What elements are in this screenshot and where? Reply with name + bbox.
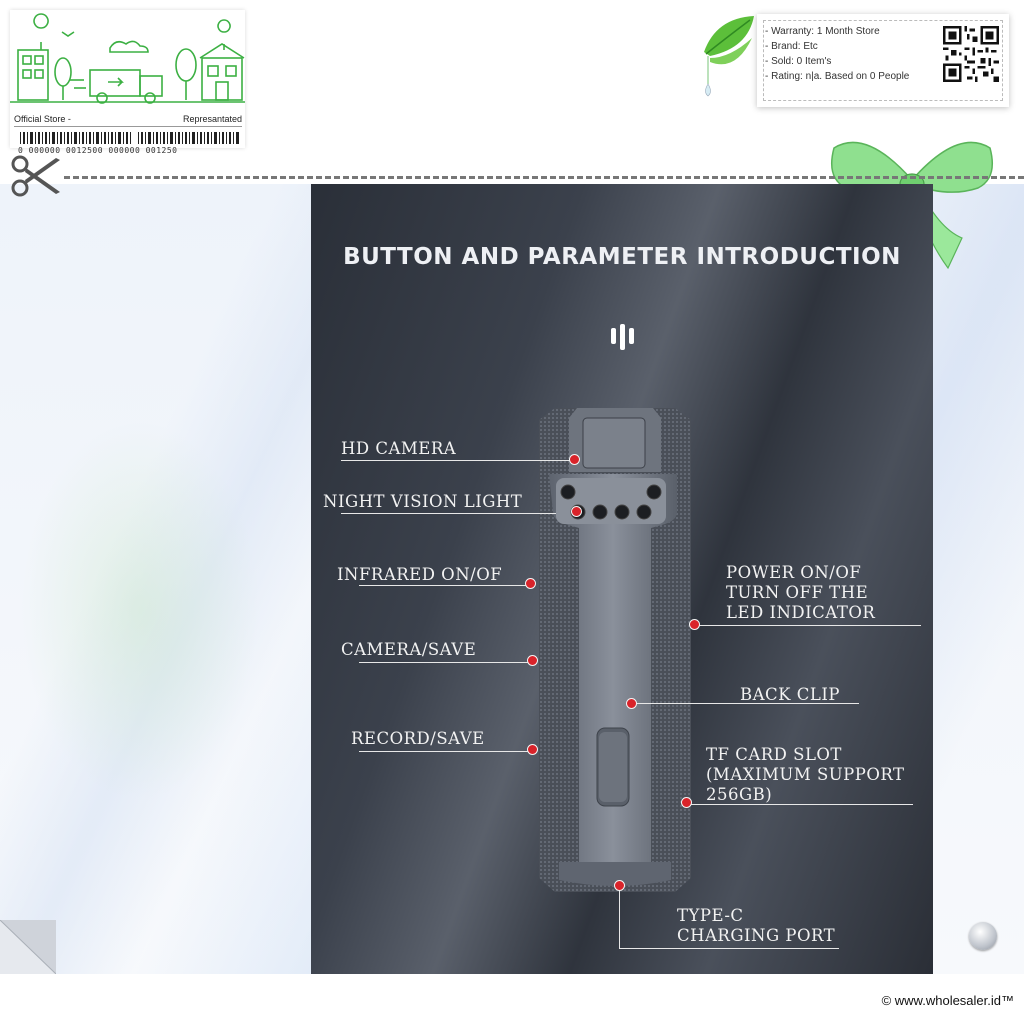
leader-line-type-c	[619, 948, 839, 949]
leader-line-back-clip	[633, 703, 859, 704]
marker-camera-save	[527, 655, 538, 666]
leader-line-infrared	[359, 585, 529, 586]
leader-line-type-c-vertical	[619, 886, 620, 948]
background-glow	[20, 420, 260, 800]
callout-type-c: TYPE-C CHARGING PORT	[677, 906, 836, 945]
info-lines: - Warranty: 1 Month Store - Brand: Etc -…	[765, 24, 909, 84]
barcode	[20, 132, 239, 144]
represented-label: Represantated	[182, 114, 242, 124]
scissors-icon	[11, 155, 60, 197]
marker-power	[689, 619, 700, 630]
product-info-card: - Warranty: 1 Month Store - Brand: Etc -…	[757, 14, 1009, 107]
scroll-top-button[interactable]	[969, 922, 997, 950]
marker-night-vision	[571, 506, 582, 517]
callout-hd-camera: HD CAMERA	[341, 439, 457, 458]
warranty-text: - Warranty: 1 Month Store	[765, 26, 880, 37]
rating-text: - Rating: n|a. Based on 0 People	[765, 71, 910, 82]
leader-line-tf-card	[687, 804, 913, 805]
panel-title: BUTTON AND PARAMETER INTRODUCTION	[343, 244, 901, 270]
callout-back-clip: BACK CLIP	[740, 685, 840, 704]
green-leaf-icon	[704, 16, 754, 97]
barcode-number: 0 000000 0012500 000000 001250	[18, 146, 178, 155]
sold-text: - Sold: 0 Item's	[765, 56, 832, 67]
callout-camera-save: CAMERA/SAVE	[341, 640, 477, 659]
qr-code[interactable]	[943, 26, 999, 82]
leader-line-power	[695, 625, 921, 626]
official-store-card: Official Store - Represantated 0 000000 …	[10, 10, 245, 155]
page-corner-peel	[0, 920, 56, 974]
callout-record-save: RECORD/SAVE	[351, 729, 485, 748]
callout-infrared: INFRARED ON/OF	[337, 565, 503, 584]
official-store-label: Official Store -	[14, 114, 71, 124]
leader-line-night-vision	[341, 513, 575, 514]
ir-led-array	[556, 478, 666, 524]
leader-line-record-save	[359, 751, 529, 752]
copyright-text: © www.wholesaler.id™	[881, 993, 1014, 1008]
marker-type-c	[614, 880, 625, 891]
info-card-border	[763, 20, 1003, 101]
callout-power: POWER ON/OF TURN OFF THE LED INDICATOR	[726, 563, 876, 622]
city-delivery-illustration	[10, 13, 245, 104]
callout-night-vision: NIGHT VISION LIGHT	[323, 492, 523, 511]
callout-tf-card: TF CARD SLOT (MAXIMUM SUPPORT 256GB)	[706, 745, 905, 804]
marker-hd-camera	[569, 454, 580, 465]
marker-back-clip	[626, 698, 637, 709]
body-camera-device	[539, 408, 691, 892]
brand-text: - Brand: Etc	[765, 41, 818, 52]
dashed-cut-line	[64, 176, 1024, 179]
marker-tf-card	[681, 797, 692, 808]
product-image-panel: BUTTON AND PARAMETER INTRODUCTION HD CAM…	[311, 184, 933, 974]
leader-line-camera-save	[359, 662, 529, 663]
leader-line-hd-camera	[341, 460, 575, 461]
marker-infrared	[525, 578, 536, 589]
brand-logo-icon	[611, 324, 634, 350]
marker-record-save	[527, 744, 538, 755]
store-label-row: Official Store - Represantated	[14, 114, 242, 127]
